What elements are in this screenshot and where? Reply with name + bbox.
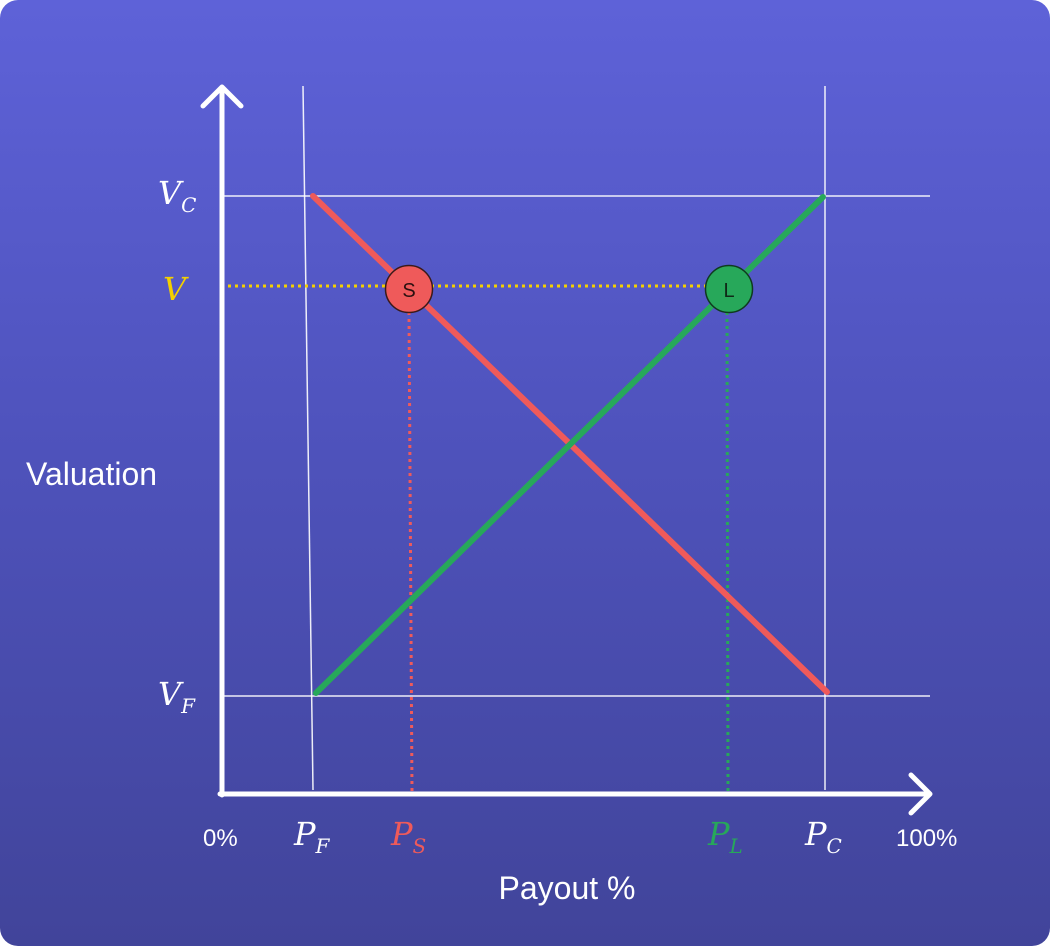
pl-guide-line xyxy=(725,311,730,793)
y-tick-vf: VF xyxy=(158,675,196,718)
short-marker-label: S xyxy=(402,280,415,302)
long-marker-label: L xyxy=(723,280,734,302)
short-marker: S xyxy=(384,264,434,314)
y-tick-vc: VC xyxy=(158,174,196,217)
x-max-label: 100% xyxy=(896,825,957,852)
x-tick-pc: PC xyxy=(804,815,842,858)
x-axis-arrowhead xyxy=(908,772,933,816)
long-marker: L xyxy=(704,264,754,314)
x-min-label: 0% xyxy=(203,825,238,852)
ps-guide-line xyxy=(407,311,414,793)
y-axis-title: Valuation xyxy=(26,456,157,492)
y-axis-arrowhead xyxy=(200,84,244,109)
x-axis-title: Payout % xyxy=(499,870,636,906)
x-tick-pf: PF xyxy=(293,815,331,858)
x-tick-pl: PL xyxy=(707,815,743,858)
y-tick-v: V xyxy=(163,270,189,308)
grid-line-pf xyxy=(302,85,314,791)
x-tick-ps: PS xyxy=(390,815,426,858)
